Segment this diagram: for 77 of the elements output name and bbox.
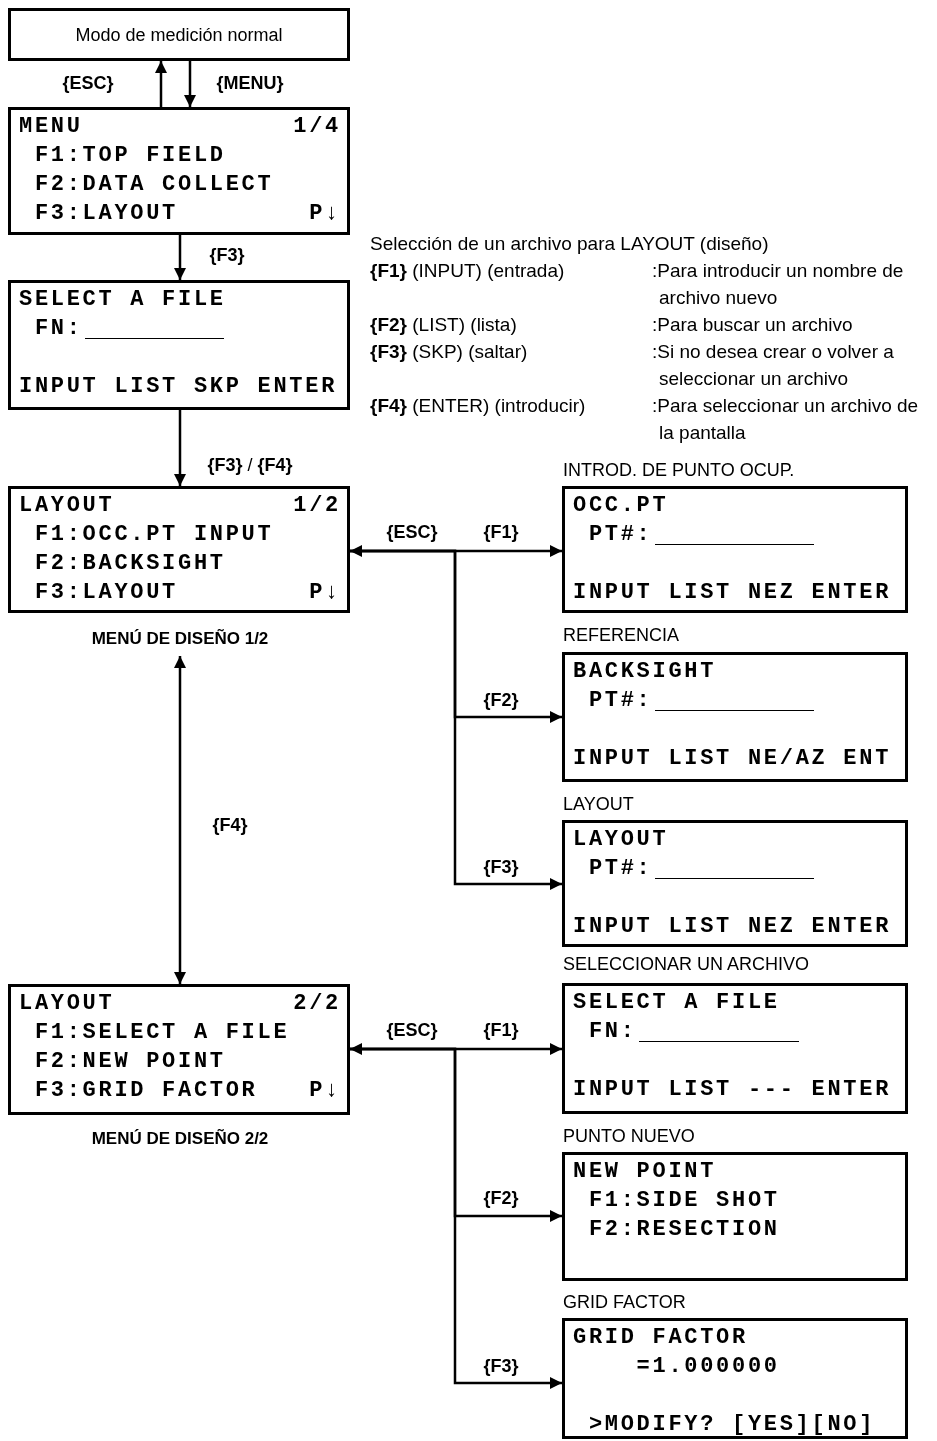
arrow bbox=[184, 61, 196, 107]
screen-title: GRID FACTOR bbox=[563, 1292, 686, 1313]
screen-text: SELECT A FILE bbox=[19, 286, 226, 314]
arrow bbox=[174, 410, 186, 486]
arrow bbox=[350, 545, 562, 557]
screen-panel bbox=[562, 1318, 908, 1439]
screen-text: F3:LAYOUT bbox=[34, 200, 178, 228]
screen-text: F1:TOP FIELD bbox=[34, 142, 226, 170]
screen-title: INTROD. DE PUNTO OCUP. bbox=[563, 460, 795, 481]
screen-text: GRID FACTOR bbox=[573, 1324, 748, 1352]
screen-panel bbox=[562, 983, 908, 1114]
screen-text: LAYOUT bbox=[573, 826, 669, 854]
arrow bbox=[350, 1047, 562, 1389]
arrow bbox=[350, 1043, 562, 1055]
function-key: {F3} (SKP) (saltar) bbox=[370, 338, 650, 365]
function-key: {F1} (INPUT) (entrada) bbox=[370, 257, 650, 284]
arrow bbox=[350, 549, 562, 890]
screen-text: F2:BACKSIGHT bbox=[34, 550, 226, 578]
screen-text: 1/4 bbox=[293, 113, 341, 141]
screen-text: F2:NEW POINT bbox=[34, 1048, 226, 1076]
screen-text: MENU bbox=[19, 113, 83, 141]
menu-caption: MENÚ DE DISEÑO 1/2 bbox=[91, 629, 269, 649]
screen-text: =1.000000 bbox=[636, 1353, 780, 1381]
screen-panel bbox=[562, 820, 908, 947]
screen-text: INPUT LIST SKP ENTER bbox=[19, 373, 338, 401]
screen-text: BACKSIGHT bbox=[573, 658, 717, 686]
function-key: {F2} (LIST) (lista) bbox=[370, 311, 650, 338]
arrow bbox=[174, 235, 186, 280]
screen-text: SELECT A FILE bbox=[573, 989, 780, 1017]
screen-text: 1/2 bbox=[293, 492, 341, 520]
key-description: :Para buscar un archivo bbox=[652, 313, 854, 337]
screen-text: FN: bbox=[588, 1018, 637, 1046]
screen-title: LAYOUT bbox=[563, 794, 634, 815]
screen-text: OCC.PT bbox=[573, 492, 669, 520]
screen-text: F2:RESECTION bbox=[588, 1216, 780, 1244]
screen-text: F3:LAYOUT bbox=[34, 579, 178, 607]
screen-text: FN: bbox=[34, 315, 83, 343]
screen-text: F1:SIDE SHOT bbox=[588, 1187, 780, 1215]
screen-text: PT#: bbox=[588, 687, 653, 715]
screen-text: >MODIFY? [YES][NO] bbox=[588, 1411, 876, 1439]
screen-text: F1:SELECT A FILE bbox=[34, 1019, 290, 1047]
screen-text: P↓ bbox=[309, 579, 341, 607]
function-key: {F4} (ENTER) (introducir) bbox=[370, 392, 650, 419]
screen-panel bbox=[562, 1152, 908, 1281]
key-description: :Para seleccionar un archivo de la pantalla bbox=[652, 394, 920, 445]
screen-text: P↓ bbox=[309, 1077, 341, 1105]
screen-text: P↓ bbox=[309, 200, 341, 228]
screen-panel bbox=[562, 652, 908, 782]
screen-title: REFERENCIA bbox=[563, 625, 679, 646]
screen-text: PT#: bbox=[588, 521, 653, 549]
screen-title: PUNTO NUEVO bbox=[563, 1126, 695, 1147]
screen-text: 2/2 bbox=[293, 990, 341, 1018]
screen-panel bbox=[8, 280, 350, 410]
mode-box bbox=[8, 8, 350, 61]
key-description: :Si no desea crear o volver a seleccionar un archivo bbox=[652, 340, 895, 391]
screen-text: F3:GRID FACTOR bbox=[34, 1077, 258, 1105]
screen-text: INPUT LIST NEZ ENTER bbox=[573, 913, 892, 941]
arrow bbox=[155, 61, 167, 107]
screen-panel bbox=[8, 486, 350, 613]
screen-title: SELECCIONAR UN ARCHIVO bbox=[563, 954, 810, 975]
arrow bbox=[174, 656, 186, 984]
screen-text: PT#: bbox=[588, 855, 653, 883]
screen-panel bbox=[8, 984, 350, 1115]
description-title: Selección de un archivo para LAYOUT (diseño) bbox=[370, 232, 770, 256]
screen-text: INPUT LIST --- ENTER bbox=[573, 1076, 892, 1104]
screen-panel bbox=[562, 486, 908, 613]
screen-text: LAYOUT bbox=[19, 492, 115, 520]
screen-text: NEW POINT bbox=[573, 1158, 717, 1186]
screen-text: F2:DATA COLLECT bbox=[34, 171, 274, 199]
key-description: :Para introducir un nombre de archivo nuevo bbox=[652, 259, 905, 310]
menu-caption: MENÚ DE DISEÑO 2/2 bbox=[91, 1129, 269, 1149]
screen-text: LAYOUT bbox=[19, 990, 115, 1018]
screen-panel bbox=[8, 107, 350, 235]
screen-text: INPUT LIST NE/AZ ENT bbox=[573, 745, 892, 773]
screen-text: INPUT LIST NEZ ENTER bbox=[573, 579, 892, 607]
mode-label: Modo de medición normal bbox=[74, 24, 284, 45]
screen-text: F1:OCC.PT INPUT bbox=[34, 521, 274, 549]
